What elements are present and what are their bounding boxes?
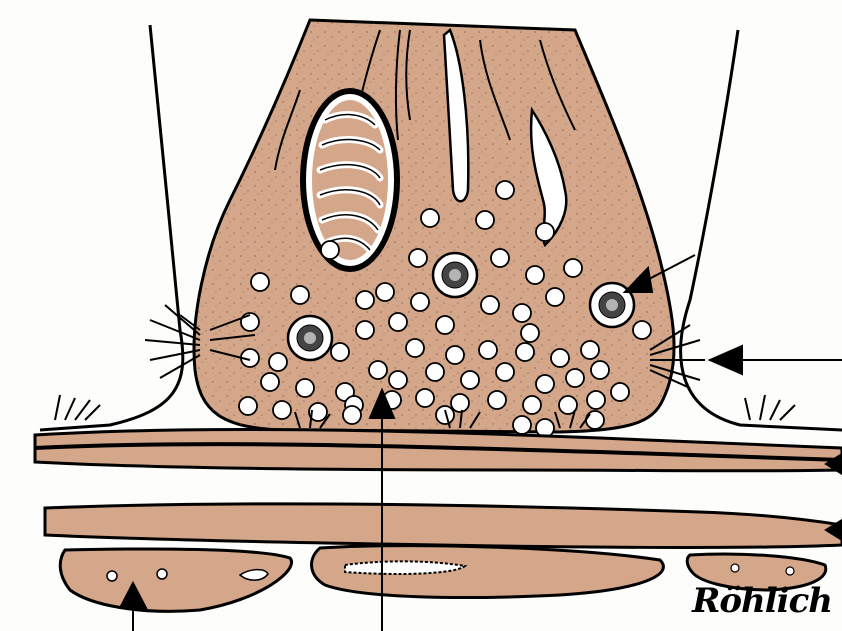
left-cell-outline bbox=[40, 25, 183, 430]
synaptic-vesicle bbox=[496, 181, 514, 199]
synaptic-vesicle bbox=[436, 316, 454, 334]
postsynaptic-layer-2 bbox=[45, 504, 842, 547]
synaptic-vesicle bbox=[421, 209, 439, 227]
synaptic-vesicle bbox=[239, 397, 257, 415]
bottom-left-tuft bbox=[55, 395, 100, 420]
synaptic-vesicle bbox=[566, 369, 584, 387]
synaptic-vesicle bbox=[296, 379, 314, 397]
synaptic-vesicle bbox=[633, 321, 651, 339]
synaptic-vesicle bbox=[251, 273, 269, 291]
synaptic-vesicle bbox=[446, 346, 464, 364]
synaptic-vesicle bbox=[496, 363, 514, 381]
synaptic-vesicle bbox=[389, 371, 407, 389]
synaptic-vesicle bbox=[551, 349, 569, 367]
synaptic-vesicle bbox=[416, 389, 434, 407]
synaptic-vesicle bbox=[536, 223, 554, 241]
synaptic-vesicle bbox=[269, 353, 287, 371]
synaptic-vesicle bbox=[451, 394, 469, 412]
synaptic-vesicle bbox=[321, 241, 339, 259]
synaptic-vesicle bbox=[331, 343, 349, 361]
author-credit: Röhlich bbox=[692, 581, 832, 621]
synaptic-vesicle bbox=[491, 249, 509, 267]
synaptic-vesicle bbox=[261, 373, 279, 391]
small-vesicle bbox=[786, 567, 794, 575]
postsynaptic-layer-1 bbox=[35, 429, 842, 470]
synaptic-vesicle bbox=[581, 341, 599, 359]
small-vesicle bbox=[157, 569, 167, 579]
synaptic-vesicle bbox=[586, 411, 604, 429]
bottom-right-tuft bbox=[745, 395, 795, 420]
synaptic-vesicle bbox=[436, 406, 454, 424]
synaptic-vesicle bbox=[516, 343, 534, 361]
synaptic-vesicle bbox=[461, 371, 479, 389]
synaptic-vesicle bbox=[611, 383, 629, 401]
synaptic-vesicle bbox=[376, 283, 394, 301]
mitochondrion bbox=[300, 88, 400, 272]
synaptic-vesicle bbox=[356, 291, 374, 309]
dense-core-vesicle bbox=[288, 316, 332, 360]
synaptic-vesicle bbox=[481, 296, 499, 314]
synaptic-vesicle bbox=[273, 401, 291, 419]
left-density bbox=[145, 305, 200, 378]
synaptic-vesicle bbox=[546, 288, 564, 306]
synaptic-vesicle bbox=[564, 259, 582, 277]
synaptic-vesicle bbox=[389, 313, 407, 331]
synaptic-vesicle bbox=[479, 341, 497, 359]
synaptic-vesicle bbox=[356, 321, 374, 339]
synaptic-vesicle bbox=[587, 391, 605, 409]
synaptic-vesicle bbox=[513, 416, 531, 434]
synaptic-vesicle bbox=[513, 304, 531, 322]
small-vesicle bbox=[731, 564, 739, 572]
small-vesicle bbox=[107, 571, 117, 581]
synaptic-vesicle bbox=[369, 361, 387, 379]
synaptic-vesicle bbox=[426, 363, 444, 381]
synaptic-vesicle bbox=[476, 211, 494, 229]
synaptic-vesicle bbox=[411, 293, 429, 311]
synaptic-vesicle bbox=[523, 396, 541, 414]
synaptic-vesicle bbox=[488, 391, 506, 409]
synaptic-vesicle bbox=[526, 266, 544, 284]
synaptic-vesicle bbox=[291, 286, 309, 304]
synaptic-vesicle bbox=[536, 375, 554, 393]
synaptic-vesicle bbox=[343, 406, 361, 424]
synaptic-vesicle bbox=[409, 249, 427, 267]
synaptic-vesicle bbox=[406, 339, 424, 357]
synaptic-vesicle bbox=[591, 361, 609, 379]
dense-core-vesicle bbox=[433, 253, 477, 297]
right-cell-outline bbox=[681, 30, 842, 430]
arrow-right-density-head bbox=[710, 346, 742, 374]
synaptic-vesicle bbox=[521, 324, 539, 342]
